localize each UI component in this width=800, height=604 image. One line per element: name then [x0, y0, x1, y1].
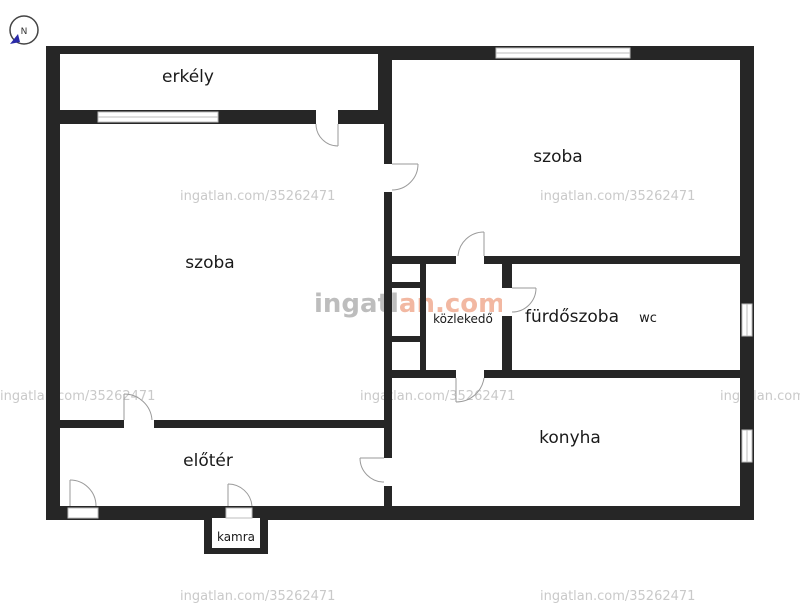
watermark-layer: ingatlan.com/35262471 ingatlan.com/35262… — [0, 189, 800, 604]
watermark-url: ingatlan.com/35262471 — [360, 389, 515, 404]
room-label-right-room: szoba — [533, 147, 582, 167]
room-labels: erkély szoba szoba közlekedő fürdőszoba … — [162, 67, 657, 544]
doors — [69, 110, 537, 507]
window — [225, 507, 253, 519]
north-arrow-icon: N — [9, 15, 39, 45]
watermark-url: ingatlan.com/35262471 — [180, 589, 335, 604]
watermark-logo-part2: an.com — [399, 289, 505, 319]
pantry-interior — [212, 518, 260, 548]
watermark-url: ingatlan.com/35262471 — [540, 589, 695, 604]
room-label-kitchen: konyha — [539, 428, 601, 448]
watermark-url: ingatlan.com/35262471 — [540, 189, 695, 204]
watermark-url: ingatlan.com/35262471 — [0, 389, 155, 404]
room-label-entrance: előtér — [183, 451, 233, 471]
room-label-pantry: kamra — [217, 530, 255, 544]
window — [67, 507, 99, 519]
room-label-balcony: erkély — [162, 67, 214, 87]
room-label-bathroom: fürdőszoba — [525, 307, 619, 327]
svg-text:N: N — [21, 27, 28, 37]
room-label-wc: wc — [639, 311, 657, 326]
windows — [67, 47, 753, 519]
room-label-left-room: szoba — [185, 253, 234, 273]
watermark-url: ingatlan.com/35262471 — [720, 389, 800, 404]
watermark-url: ingatlan.com/35262471 — [180, 189, 335, 204]
room-label-hallway: közlekedő — [433, 312, 493, 326]
